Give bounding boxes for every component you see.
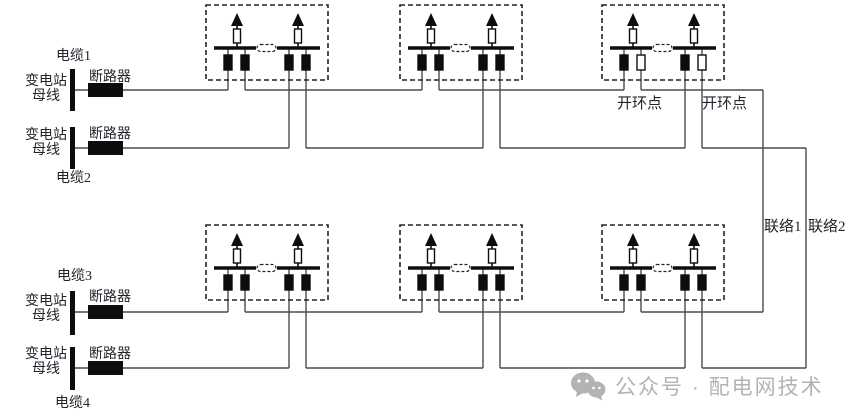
fuse	[426, 28, 436, 44]
substation-busbar-label-2: 变电站 母线	[20, 128, 72, 158]
bus-label: 母线	[32, 362, 60, 377]
bus-label: 母线	[32, 143, 60, 158]
switch-closed	[495, 274, 505, 291]
switch-closed	[240, 274, 250, 291]
substation-label: 变电站	[25, 128, 67, 143]
substation-busbar	[70, 291, 75, 335]
substation-busbar-label-4: 变电站 母线	[20, 347, 72, 377]
fuse	[628, 248, 638, 264]
load-arrow	[688, 13, 700, 26]
load-arrow	[425, 13, 437, 26]
bus-label: 母线	[32, 89, 60, 104]
ring-main-unit-2	[399, 4, 523, 81]
breaker-3-label: 断路器	[89, 290, 131, 305]
load-arrow	[627, 13, 639, 26]
cable-1-label: 电缆1	[56, 49, 91, 64]
fuse	[689, 28, 699, 44]
load-arrow	[231, 233, 243, 246]
fuse	[689, 248, 699, 264]
switch-closed	[636, 274, 646, 291]
cable-4-label: 电缆4	[55, 396, 90, 411]
substation-busbar-label-3: 变电站 母线	[20, 294, 72, 324]
switch-closed	[417, 274, 427, 291]
load-arrow	[688, 233, 700, 246]
switch-closed	[240, 54, 250, 71]
fuse	[232, 248, 242, 264]
ring-main-unit-4	[205, 224, 329, 301]
switch-closed	[478, 54, 488, 71]
substation-label: 变电站	[25, 347, 67, 362]
circuit-breaker	[88, 83, 123, 97]
breaker-2-label: 断路器	[89, 127, 131, 142]
fuse	[487, 248, 497, 264]
switch-open	[636, 54, 646, 71]
ring-main-unit-6	[601, 224, 725, 301]
fuse	[628, 28, 638, 44]
switch-closed	[697, 274, 707, 291]
bus-tie-dashed	[256, 43, 277, 53]
substation-busbar-label-1: 变电站 母线	[20, 74, 72, 104]
switch-closed	[301, 54, 311, 71]
fuse	[487, 28, 497, 44]
cable-2-label: 电缆2	[56, 171, 91, 186]
tie-line-1-label: 联络1	[764, 219, 802, 235]
cable-3-label: 电缆3	[57, 269, 92, 284]
substation-busbar	[70, 127, 75, 169]
bus-tie-dashed	[450, 43, 471, 53]
breaker-4-label: 断路器	[89, 347, 131, 362]
watermark-text: 公众号 · 配电网技术	[615, 376, 824, 399]
switch-closed	[495, 54, 505, 71]
watermark: 公众号 · 配电网技术	[570, 371, 824, 401]
substation-busbar	[70, 69, 75, 111]
bus-tie-dashed	[652, 263, 673, 273]
switch-closed	[434, 54, 444, 71]
substation-label: 变电站	[25, 294, 67, 309]
switch-closed	[478, 274, 488, 291]
bus-tie-dashed	[450, 263, 471, 273]
load-arrow	[292, 13, 304, 26]
load-arrow	[292, 233, 304, 246]
load-arrow	[627, 233, 639, 246]
open-loop-point-label-1: 开环点	[617, 96, 663, 112]
circuit-breaker	[88, 305, 123, 319]
switch-open	[697, 54, 707, 71]
switch-closed	[223, 54, 233, 71]
switch-closed	[417, 54, 427, 71]
bus-tie-dashed	[652, 43, 673, 53]
switch-closed	[619, 54, 629, 71]
load-arrow	[486, 13, 498, 26]
circuit-breaker	[88, 141, 123, 155]
bus-tie-dashed	[256, 263, 277, 273]
bus-label: 母线	[32, 309, 60, 324]
circuit-breaker	[88, 361, 123, 375]
substation-busbar	[70, 347, 75, 390]
switch-closed	[434, 274, 444, 291]
fuse	[293, 28, 303, 44]
switch-closed	[680, 274, 690, 291]
tie-line-2-label: 联络2	[808, 219, 846, 235]
load-arrow	[231, 13, 243, 26]
substation-label: 变电站	[25, 74, 67, 89]
ring-main-unit-5	[399, 224, 523, 301]
switch-closed	[680, 54, 690, 71]
switch-closed	[619, 274, 629, 291]
fuse	[232, 28, 242, 44]
open-loop-point-label-2: 开环点	[702, 96, 748, 112]
load-arrow	[425, 233, 437, 246]
fuse	[293, 248, 303, 264]
switch-closed	[301, 274, 311, 291]
load-arrow	[486, 233, 498, 246]
switch-closed	[284, 54, 294, 71]
ring-main-unit-3	[601, 4, 725, 81]
fuse	[426, 248, 436, 264]
switch-closed	[284, 274, 294, 291]
switch-closed	[223, 274, 233, 291]
ring-main-unit-1	[205, 4, 329, 81]
wechat-icon	[571, 372, 606, 401]
breaker-1-label: 断路器	[89, 70, 131, 85]
